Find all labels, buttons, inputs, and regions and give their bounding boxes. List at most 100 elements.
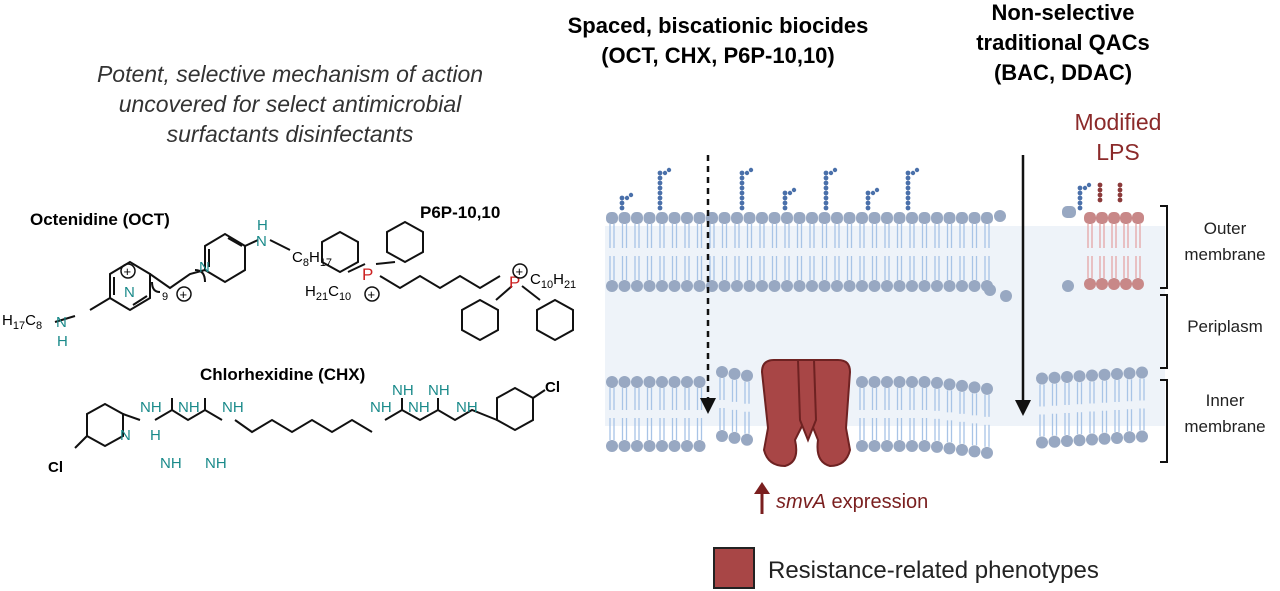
- lipid-head: [716, 366, 728, 378]
- p6p-chain-right: C10H21: [530, 271, 576, 291]
- lps-dot: [828, 170, 834, 176]
- lipid-head: [918, 376, 931, 388]
- lps-dot: [619, 205, 625, 211]
- lps-head: [756, 212, 768, 224]
- modified-lps-dot: [1117, 187, 1123, 193]
- p6p-chain-left: H21C10: [305, 283, 351, 303]
- lps-head: [681, 212, 693, 224]
- lps-dot: [744, 170, 750, 176]
- lps-head: [693, 212, 706, 224]
- lipid-head: [968, 381, 981, 394]
- lipid-head: [881, 280, 893, 292]
- lipid-head: [631, 280, 643, 292]
- modified-lps-dot: [1097, 197, 1103, 203]
- modified-lps-head: [1120, 212, 1132, 224]
- chx-nh-6: NH: [370, 399, 392, 416]
- p6p-plus-right: +: [516, 264, 524, 279]
- inner-membrane-bracket: [1160, 379, 1168, 463]
- modified-lps-head: [1084, 212, 1096, 224]
- lps-head: [618, 212, 631, 224]
- lipid-head: [1061, 434, 1073, 447]
- chx-n-1: N: [120, 427, 131, 444]
- oct-n-amine-right: N: [256, 233, 267, 250]
- lipid-head: [656, 280, 668, 292]
- lps-dot: [832, 167, 838, 173]
- modified-lipid-head: [1084, 278, 1096, 290]
- lps-dot: [782, 190, 788, 196]
- legend-swatch: [713, 547, 755, 589]
- lipid-head: [931, 376, 943, 389]
- lps-dot: [914, 167, 920, 173]
- lps-chains: [619, 167, 1092, 211]
- lps-head: [831, 212, 843, 224]
- lps-dot: [657, 175, 663, 181]
- p6p-ring-4: [536, 298, 574, 342]
- lps-head: [868, 212, 881, 224]
- lps-dot: [662, 170, 668, 176]
- lps-dot: [657, 200, 663, 206]
- lipid-head: [606, 440, 618, 452]
- lipid-head: [1086, 433, 1098, 446]
- lipid-head: [981, 382, 993, 395]
- tagline-line-3: surfactants disinfectants: [167, 121, 414, 147]
- lps-dot: [865, 190, 871, 196]
- lipid-head: [893, 280, 906, 292]
- octenidine-labels: Octenidine (OCT) N + N + 9 N H C8H17 N H…: [2, 210, 332, 350]
- modified-lps-head: [1096, 212, 1108, 224]
- lps-head: [643, 212, 656, 224]
- lps-dot: [782, 195, 788, 201]
- lipid-head: [781, 280, 793, 292]
- lps-dot: [619, 200, 625, 206]
- lps-head: [906, 212, 918, 224]
- lipid-head: [606, 376, 618, 388]
- lps-dot: [905, 170, 911, 176]
- lipid-head: [1111, 367, 1123, 380]
- lps-head: [981, 212, 993, 224]
- lps-head: [956, 212, 968, 224]
- lps-dot: [823, 180, 829, 186]
- tagline-line-2: uncovered for select antimicrobial: [119, 91, 462, 117]
- lipid-head: [881, 376, 893, 388]
- spaced-header-line-2: (OCT, CHX, P6P-10,10): [601, 43, 835, 68]
- lps-dot: [787, 190, 793, 196]
- lps-head: [768, 212, 781, 224]
- lipid-head: [943, 442, 956, 455]
- chx-nh-2: NH: [178, 399, 200, 416]
- periplasm-label: Periplasm: [1187, 317, 1263, 336]
- lipid-head: [943, 378, 956, 391]
- modified-lipid-head: [1132, 278, 1144, 290]
- lipid-head: [741, 369, 753, 382]
- lipid-head: [631, 376, 643, 388]
- lps-dot: [1082, 185, 1088, 191]
- chx-ring-left: [86, 402, 124, 448]
- lps-dot: [910, 170, 916, 176]
- modified-lps-head: [1108, 212, 1120, 224]
- lipid-head: [968, 445, 981, 458]
- octenidine-structure: [54, 232, 291, 323]
- p6p-ring-1: [321, 230, 359, 274]
- outer-label-line-2: membrane: [1184, 245, 1265, 264]
- lipid-head: [1073, 434, 1086, 447]
- lps-dot: [1077, 185, 1083, 191]
- nonsel-header-line-1: Non-selective: [991, 0, 1134, 25]
- lipid-head: [984, 284, 996, 296]
- chx-cl-right: Cl: [545, 379, 560, 396]
- p6p-labels: P6P-10,10 P + P + H21C10 C10H21: [305, 203, 576, 303]
- lps-head: [893, 212, 906, 224]
- lipid-head: [1136, 366, 1148, 379]
- lipid-head: [906, 440, 918, 452]
- lps-dot: [739, 200, 745, 206]
- lipid-head: [856, 376, 868, 388]
- spaced-header-line-1: Spaced, biscationic biocides: [568, 13, 869, 38]
- lipid-head: [956, 443, 968, 456]
- lps-head: [731, 212, 743, 224]
- lps-dot: [905, 190, 911, 196]
- lipid-head: [1061, 370, 1073, 383]
- lipid-head: [1000, 290, 1012, 302]
- lps-dot: [739, 175, 745, 181]
- smva-expression: smvA expression: [754, 482, 928, 514]
- spaced-arrow-head: [700, 398, 716, 414]
- chx-ring-right: [496, 386, 534, 432]
- chx-nh-9: NH: [392, 382, 414, 399]
- tagline: Potent, selective mechanism of action un…: [97, 61, 483, 147]
